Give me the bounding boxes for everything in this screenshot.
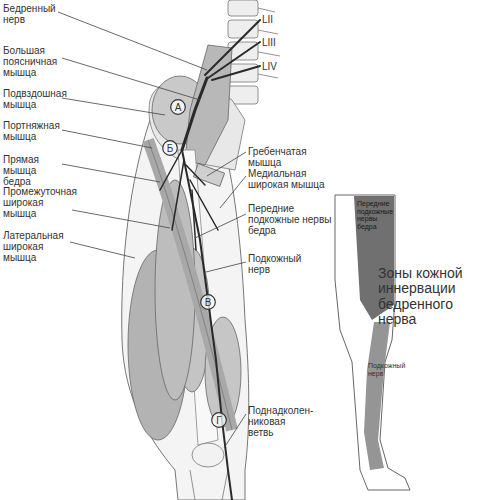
part-label: Гребенчатая мышца <box>248 146 323 168</box>
callout-circle: Г <box>211 412 227 428</box>
part-label: Подкожный нерв <box>248 253 318 275</box>
patella <box>192 443 224 467</box>
part-label: Передние подкожные нервы бедра <box>248 203 333 236</box>
part-label: Бедренный нерв <box>3 3 63 25</box>
psoas-muscle <box>185 45 232 165</box>
part-label: LII <box>262 14 292 25</box>
circle-shape <box>201 295 216 310</box>
callout-letter: Б <box>162 140 178 156</box>
circle-shape <box>163 141 178 156</box>
part-label: Большая поясничная мышца <box>3 45 68 78</box>
tibia <box>190 470 228 500</box>
callout-circle: В <box>200 294 216 310</box>
saphenous-zone <box>364 322 390 470</box>
part-label: LIII <box>262 37 292 48</box>
part-label: Промежуточная широкая мышца <box>3 186 78 219</box>
part-label: Зоны кожной иннервации бедренного нерва <box>378 266 493 328</box>
leg-outline <box>122 120 249 500</box>
part-label: LIV <box>262 61 292 72</box>
part-label: Передние подкожные нервы бедра <box>357 200 397 231</box>
callout-letter: В <box>200 294 216 310</box>
circle-shape <box>212 413 227 428</box>
part-label: Прямая мышца бедра <box>3 154 67 187</box>
part-label: Медиальная широкая мышца <box>248 168 328 190</box>
part-label: Латеральная широкая мышца <box>3 230 73 263</box>
callout-circle: А <box>170 99 186 115</box>
leader-lines <box>58 12 246 448</box>
callout-letter: Г <box>211 412 227 428</box>
part-label: Подкожный нерв <box>368 362 410 377</box>
callout-letter: А <box>170 99 186 115</box>
leg-silhouette <box>335 195 410 490</box>
part-label: Подвздошная мышца <box>3 88 67 110</box>
part-label: Портняжная мышца <box>3 120 67 142</box>
callout-circle: Б <box>162 140 178 156</box>
circle-shape <box>171 100 186 115</box>
part-label: Поднадколен- никовая ветвь <box>248 405 310 438</box>
